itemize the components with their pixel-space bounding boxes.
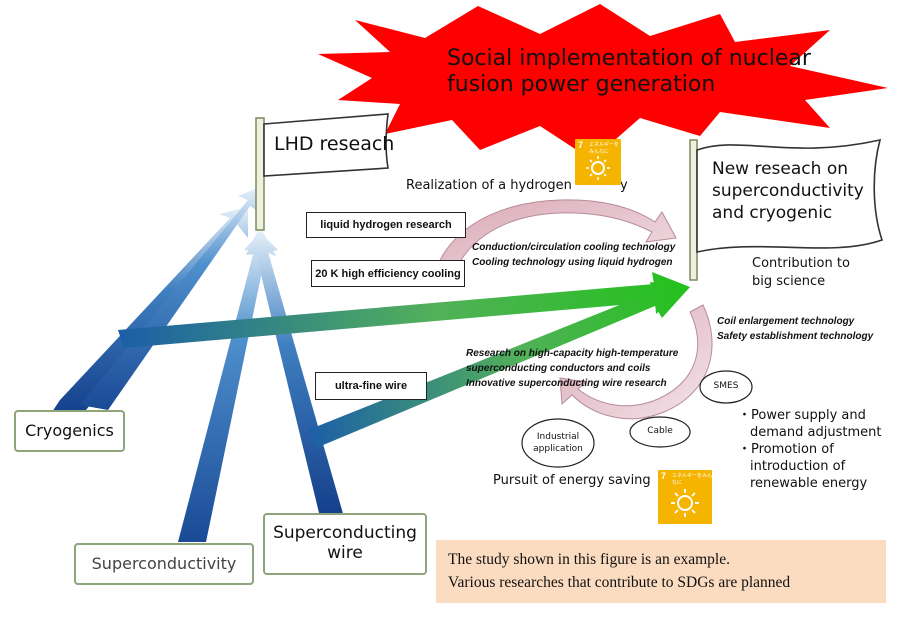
coil-line2: Safety establishment technology	[717, 331, 874, 342]
bullet-2-line2: introduction of	[750, 459, 846, 474]
research-line1: Research on high-capacity high-temperatu…	[466, 348, 679, 359]
industrial-ellipse	[521, 418, 595, 468]
realization-text-main: Realization of a hydrogen	[406, 178, 572, 193]
burst-title-line2: fusion power generation	[447, 72, 716, 97]
research-flow-arrows	[50, 186, 690, 542]
realization-text: Realization of a hydrogen y	[406, 178, 628, 193]
cooling-tech-text: Conduction/circulation cooling technolog…	[472, 240, 675, 270]
industrial-line1: Industrial	[536, 432, 580, 442]
cable-label: Cable	[647, 426, 673, 436]
sdg7-caption-top: エネルギーをみんなに	[589, 142, 620, 155]
big-science-line1: Contribution to	[752, 256, 850, 271]
new-flag-line3: and cryogenic	[712, 203, 833, 223]
ultra-fine-wire-box: ultra-fine wire	[315, 372, 427, 400]
industrial-line2: application	[533, 444, 583, 454]
sdg7-number-top: 7	[578, 140, 584, 150]
sdg7-icon-bottom: 7 エネルギーをみんなに	[658, 470, 712, 524]
research-text: Research on high-capacity high-temperatu…	[466, 346, 678, 391]
research-line2: superconducting conductors and coils	[466, 363, 651, 374]
new-flag-line1: New reseach on	[712, 159, 848, 179]
new-flag-line2: superconductivity	[712, 181, 864, 201]
cryogenics-box: Cryogenics	[14, 410, 125, 452]
smes-label: SMES	[713, 381, 739, 391]
cooling-tech-line1: Conduction/circulation cooling technolog…	[472, 242, 676, 253]
bullet-1-line1: ・Power supply and	[738, 408, 866, 423]
coil-line1: Coil enlargement technology	[717, 316, 855, 327]
sun-icon	[586, 156, 610, 180]
realization-text-tail: y	[620, 178, 628, 193]
burst-title: Social implementation of nuclear fusion …	[447, 46, 811, 98]
cooling-20k-box: 20 K high efficiency cooling	[311, 260, 465, 287]
industrial-label: Industrial application	[522, 431, 594, 455]
wire-line1: Superconducting	[273, 523, 417, 544]
new-research-flag	[689, 138, 884, 281]
red-burst	[318, 4, 888, 160]
benefit-bullets: ・Power supply and demand adjustment ・Pro…	[738, 407, 881, 492]
energy-saving-text: Pursuit of energy saving	[493, 473, 651, 488]
superconducting-wire-box: Superconducting wire	[263, 513, 427, 575]
big-science-text: Contribution to big science	[752, 255, 850, 291]
cable-ellipse	[629, 416, 691, 448]
sun-icon	[671, 489, 699, 517]
bullet-2-line3: renewable energy	[750, 476, 868, 491]
superconductivity-box: Superconductivity	[74, 543, 254, 585]
liquid-hydrogen-box: liquid hydrogen research	[306, 212, 466, 238]
wire-line2: wire	[327, 543, 363, 563]
note-box: The study shown in this figure is an exa…	[436, 540, 886, 603]
big-science-line2: big science	[752, 274, 826, 289]
lhd-flag-label: LHD reseach	[274, 133, 395, 155]
energy-cycle-arrow	[559, 304, 713, 420]
bullet-1-line2: demand adjustment	[750, 425, 882, 440]
research-line3: Innovative superconducting wire research	[466, 378, 667, 389]
sdg7-icon-top: 7 エネルギーをみんなに	[575, 139, 621, 185]
bullet-2-line1: ・Promotion of	[738, 442, 834, 457]
note-line2: Various researches that contribute to SD…	[448, 574, 791, 591]
new-flag-label: New reseach on superconductivity and cry…	[712, 158, 864, 224]
hydrogen-cycle-arrow	[431, 199, 677, 286]
sdg7-number-bottom: 7	[661, 471, 667, 481]
burst-title-line1: Social implementation of nuclear	[447, 46, 811, 71]
sdg7-caption-bottom: エネルギーをみんなに	[672, 473, 713, 486]
note-line1: The study shown in this figure is an exa…	[448, 551, 730, 568]
smes-ellipse	[699, 370, 753, 404]
lhd-flag	[255, 113, 389, 231]
coil-text: Coil enlargement technology Safety estab…	[717, 314, 873, 344]
cooling-tech-line2: Cooling technology using liquid hydrogen	[472, 257, 673, 268]
